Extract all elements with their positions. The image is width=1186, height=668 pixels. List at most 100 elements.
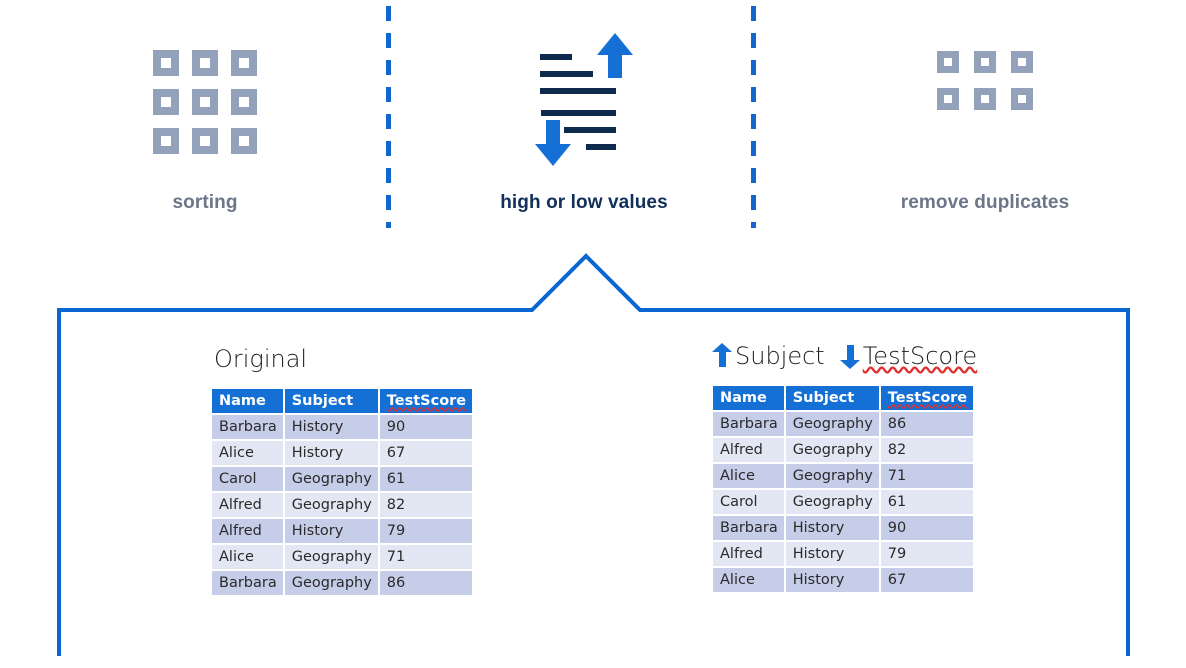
square-cell bbox=[1011, 88, 1033, 110]
concept-remove-duplicates: remove duplicates bbox=[865, 0, 1105, 232]
cell-name: Barbara bbox=[713, 412, 784, 436]
bar-long-bottom bbox=[541, 110, 616, 116]
cell-subject: History bbox=[284, 519, 378, 543]
square-cell bbox=[153, 50, 179, 76]
table-header-row: Name Subject TestScore bbox=[713, 386, 974, 410]
cell-subject: History bbox=[284, 441, 378, 465]
sort-field-primary: Subject bbox=[735, 342, 825, 370]
bar-long-top bbox=[540, 88, 616, 94]
cell-name: Alfred bbox=[212, 519, 283, 543]
cell-subject: Geography bbox=[284, 545, 378, 569]
column-header-name[interactable]: Name bbox=[212, 389, 283, 413]
cell-name: Alfred bbox=[713, 542, 784, 566]
cell-testscore: 79 bbox=[880, 542, 974, 566]
square-cell bbox=[231, 89, 257, 115]
dashed-divider-right bbox=[751, 6, 756, 228]
cell-subject: Geography bbox=[785, 464, 879, 488]
cell-testscore: 82 bbox=[379, 493, 473, 517]
bar-medium-top bbox=[540, 71, 593, 77]
sort-arrows-bars-icon bbox=[534, 30, 634, 166]
grid-3x3-squares-icon bbox=[153, 50, 257, 154]
table-header-row: Name Subject TestScore bbox=[212, 389, 473, 413]
sort-field-secondary: TestScore bbox=[862, 342, 978, 370]
cell-testscore: 67 bbox=[379, 441, 473, 465]
cell-testscore: 61 bbox=[880, 490, 974, 514]
column-header-name[interactable]: Name bbox=[713, 386, 784, 410]
cell-subject: Geography bbox=[785, 490, 879, 514]
column-header-subject[interactable]: Subject bbox=[785, 386, 879, 410]
square-cell bbox=[153, 89, 179, 115]
panel-title-original: Original bbox=[214, 345, 308, 373]
bar-medium-bottom bbox=[564, 127, 616, 133]
square-cell bbox=[937, 51, 959, 73]
cell-testscore: 90 bbox=[379, 415, 473, 439]
column-header-subject[interactable]: Subject bbox=[284, 389, 378, 413]
cell-subject: Geography bbox=[785, 412, 879, 436]
concept-label-remove-duplicates: remove duplicates bbox=[900, 192, 1070, 213]
cell-subject: Geography bbox=[785, 438, 879, 462]
cell-name: Alice bbox=[212, 545, 283, 569]
cell-subject: Geography bbox=[284, 571, 378, 595]
cell-name: Carol bbox=[212, 467, 283, 491]
concept-high-or-low-values: high or low values bbox=[464, 0, 704, 232]
cell-testscore: 71 bbox=[880, 464, 974, 488]
square-cell bbox=[192, 89, 218, 115]
panel-title-sorted: Subject TestScore bbox=[711, 342, 977, 370]
cell-testscore: 90 bbox=[880, 516, 974, 540]
cell-name: Carol bbox=[713, 490, 784, 514]
cell-testscore: 61 bbox=[379, 467, 473, 491]
callout-outline bbox=[57, 238, 1130, 658]
cell-subject: History bbox=[785, 568, 879, 592]
cell-name: Barbara bbox=[212, 571, 283, 595]
cell-testscore: 82 bbox=[880, 438, 974, 462]
cell-subject: Geography bbox=[284, 493, 378, 517]
panel-sorted: Subject TestScore Name Subject TestScore… bbox=[711, 342, 977, 594]
cell-name: Alice bbox=[713, 568, 784, 592]
concept-sorting: sorting bbox=[85, 0, 325, 232]
concept-label-high-or-low-values: high or low values bbox=[500, 192, 668, 213]
cell-testscore: 67 bbox=[880, 568, 974, 592]
cell-subject: Geography bbox=[284, 467, 378, 491]
cell-testscore: 71 bbox=[379, 545, 473, 569]
square-cell bbox=[231, 128, 257, 154]
cell-subject: History bbox=[785, 542, 879, 566]
cell-testscore: 79 bbox=[379, 519, 473, 543]
cell-name: Alice bbox=[713, 464, 784, 488]
bar-short-top bbox=[540, 54, 572, 60]
up-arrow-icon bbox=[711, 343, 733, 369]
callout-box bbox=[57, 238, 1130, 658]
square-cell bbox=[192, 50, 218, 76]
square-cell bbox=[1011, 51, 1033, 73]
square-cell bbox=[974, 88, 996, 110]
cell-name: Barbara bbox=[212, 415, 283, 439]
square-cell bbox=[974, 51, 996, 73]
cell-testscore: 86 bbox=[880, 412, 974, 436]
column-header-testscore[interactable]: TestScore bbox=[379, 389, 473, 413]
cell-testscore: 86 bbox=[379, 571, 473, 595]
square-cell bbox=[231, 50, 257, 76]
grid-3x2-squares-icon bbox=[937, 51, 1033, 110]
cell-name: Alfred bbox=[713, 438, 784, 462]
column-header-testscore[interactable]: TestScore bbox=[880, 386, 974, 410]
down-arrow-icon bbox=[839, 343, 861, 369]
square-cell bbox=[937, 88, 959, 110]
square-cell bbox=[192, 128, 218, 154]
cell-name: Alice bbox=[212, 441, 283, 465]
concept-label-sorting: sorting bbox=[172, 192, 238, 213]
dashed-divider-left bbox=[386, 6, 391, 228]
